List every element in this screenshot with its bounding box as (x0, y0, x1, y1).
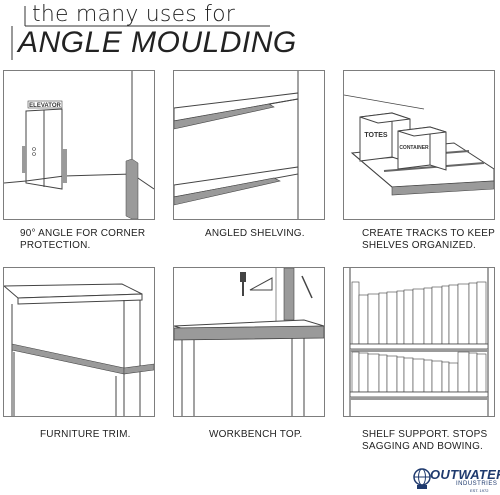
book-spine (351, 281, 360, 345)
shelf-support-illustration (344, 268, 494, 416)
caption-line: PROTECTION. (20, 240, 91, 251)
corner-protection-illustration: ELEVATOR (4, 71, 154, 219)
book-spine (423, 287, 433, 345)
book-spine (403, 357, 414, 393)
panel-corner-protection: ELEVATOR (3, 70, 155, 220)
book-spine (412, 358, 425, 393)
workbench-top-illustration (174, 268, 324, 416)
book-spine (378, 354, 388, 393)
header-subtitle: the many uses for (32, 2, 236, 27)
outwater-logo: OUTWATER INDUSTRIES EST. 1972 (412, 466, 500, 493)
shelf-tracks-illustration: TOTES CONTAINER (344, 71, 494, 219)
panel-angled-shelving (173, 70, 325, 220)
furniture-trim-illustration (4, 268, 154, 416)
book-spine (457, 283, 470, 345)
book-spine (448, 362, 459, 393)
book-spine (431, 286, 443, 345)
book-spine (468, 282, 478, 345)
panel-shelf-tracks: TOTES CONTAINER (343, 70, 495, 220)
book-spine (441, 285, 450, 345)
caption-line: SAGGING AND BOWING. (362, 441, 484, 452)
globe-icon (413, 468, 431, 489)
header-title: ANGLE MOULDING (18, 26, 297, 59)
caption-line: SHELVES ORGANIZED. (362, 240, 476, 251)
book-spine (441, 361, 450, 393)
book-spine (403, 289, 414, 345)
caption-line: ANGLED SHELVING. (205, 228, 305, 239)
book-spine (378, 292, 388, 345)
caption-line: WORKBENCH TOP. (209, 429, 303, 440)
panel-workbench-top (173, 267, 325, 417)
book-spine (476, 353, 487, 393)
book-spine (412, 288, 425, 345)
book-spine (476, 281, 487, 345)
panel-furniture-trim (3, 267, 155, 417)
panel-shelf-support (343, 267, 495, 417)
book-spine (358, 352, 369, 393)
book-spine (386, 291, 398, 345)
book-spine (367, 353, 380, 393)
book-spine (396, 290, 405, 345)
book-spine (386, 355, 398, 393)
caption-shelf-support: SHELF SUPPORT. STOPS SAGGING AND BOWING. (362, 429, 500, 453)
caption-line: SHELF SUPPORT. STOPS (362, 429, 488, 440)
book-spine (358, 294, 369, 345)
caption-shelf-tracks: CREATE TRACKS TO KEEP SHELVES ORGANIZED. (362, 228, 500, 252)
caption-workbench-top: WORKBENCH TOP. (209, 429, 379, 441)
caption-furniture-trim: FURNITURE TRIM. (40, 429, 210, 441)
caption-line: 90° ANGLE FOR CORNER (20, 228, 146, 239)
book-spine (468, 352, 478, 393)
angled-shelving-illustration (174, 71, 324, 219)
book-spine (423, 359, 433, 393)
logo-name: OUTWATER (430, 467, 500, 482)
book-spine (457, 351, 470, 393)
logo-subtitle: INDUSTRIES (456, 481, 498, 487)
book-spine (431, 360, 443, 393)
logo-established: EST. 1972 (470, 488, 489, 493)
caption-corner-protection: 90° ANGLE FOR CORNER PROTECTION. (20, 228, 190, 252)
caption-angled-shelving: ANGLED SHELVING. (205, 228, 375, 240)
caption-line: CREATE TRACKS TO KEEP (362, 228, 495, 239)
caption-line: FURNITURE TRIM. (40, 429, 131, 440)
book-spine (396, 356, 405, 393)
book-spine (367, 293, 380, 345)
container-label: CONTAINER (399, 145, 429, 151)
book-spine (448, 284, 459, 345)
totes-label: TOTES (364, 132, 388, 139)
header-accent-lines (11, 6, 270, 60)
elevator-sign: ELEVATOR (29, 103, 61, 109)
book-spine (351, 351, 360, 393)
